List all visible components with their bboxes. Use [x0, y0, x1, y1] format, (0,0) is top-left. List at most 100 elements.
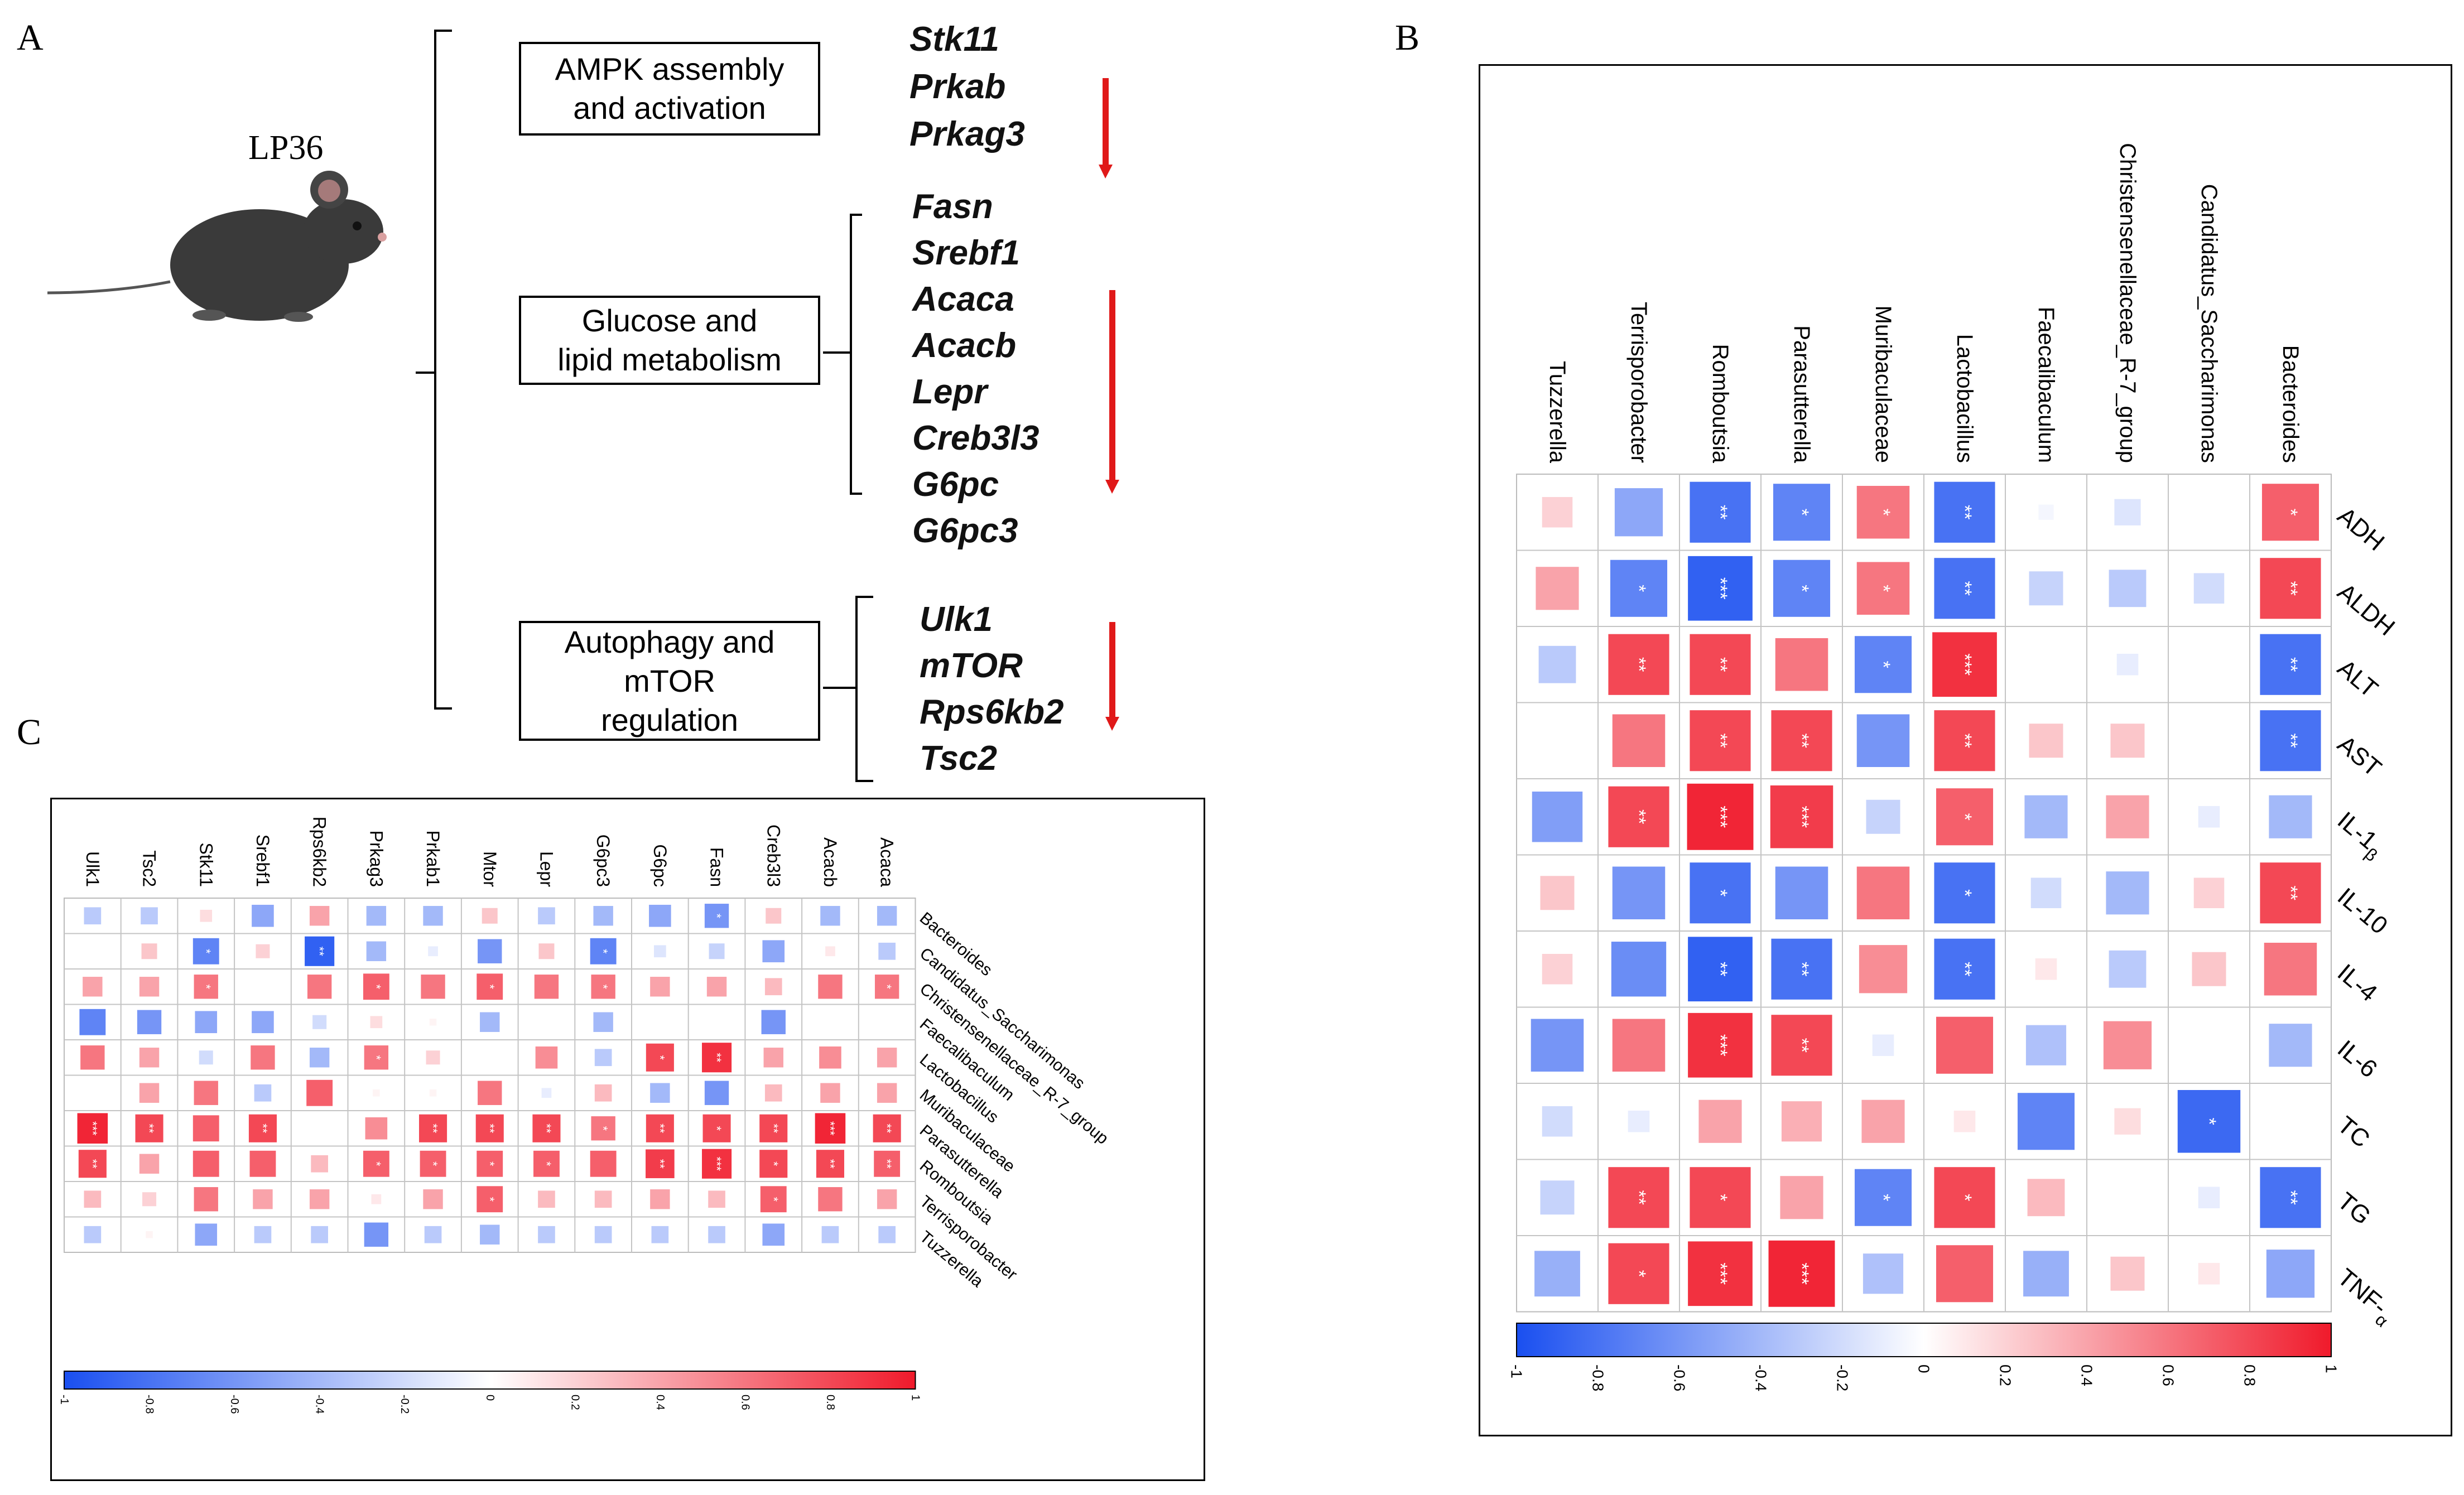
- heatmap-cell: [423, 906, 443, 926]
- heatmap-cell: [764, 1084, 782, 1102]
- column-label: Acacb: [820, 837, 840, 887]
- heatmap-cell: [2106, 795, 2149, 838]
- gene-label: Stk11: [909, 20, 999, 59]
- heatmap-cell: [366, 941, 387, 961]
- heatmap-cell: [593, 1012, 613, 1032]
- heatmap-cell: [2106, 871, 2149, 915]
- heatmap-cell: [80, 1045, 105, 1070]
- significance-mark: **: [1954, 505, 1975, 519]
- heatmap-cell: [759, 1150, 788, 1178]
- heatmap-cell: [249, 1150, 276, 1177]
- heatmap-cell: [708, 1226, 725, 1243]
- heatmap-cell: [1687, 783, 1754, 850]
- significance-mark: *: [1791, 509, 1812, 516]
- significance-mark: *: [1873, 585, 1894, 592]
- heatmap-cell: [702, 1114, 731, 1142]
- heatmap-cell: [1775, 638, 1828, 691]
- heatmap-cell: [423, 1189, 443, 1209]
- heatmap-cell: [1771, 710, 1832, 771]
- heatmap-cell: [1608, 1167, 1669, 1228]
- heatmap-cell: [2035, 958, 2057, 980]
- heatmap-cell: [2024, 795, 2068, 838]
- gene-label: Creb3l3: [912, 419, 1040, 457]
- heatmap-cell: [370, 1016, 383, 1029]
- heatmap-cell: [139, 977, 160, 997]
- colorbar-tick-label: 0.6: [2160, 1364, 2177, 1386]
- heatmap-cell: [594, 1049, 612, 1067]
- heatmap-cell: [141, 907, 158, 925]
- heatmap-cell: [650, 1083, 670, 1103]
- heatmap-cell: [1771, 1015, 1832, 1076]
- gene-label: Rps6kb2: [920, 693, 1064, 731]
- heatmap-cell: [1934, 1167, 1995, 1228]
- heatmap-cell: [594, 1190, 612, 1208]
- heatmap-cell: [538, 943, 555, 959]
- colorbar-tick-label: -0.2: [1834, 1364, 1851, 1391]
- significance-mark: **: [880, 1123, 894, 1134]
- group-label-line: lipid metabolism: [557, 342, 782, 377]
- group-label-line: Glucose and: [581, 303, 758, 338]
- heatmap-cell: [1859, 945, 1908, 994]
- heatmap-cell: [1932, 632, 1997, 697]
- heatmap-cell: [874, 975, 899, 999]
- heatmap-cell: [1532, 792, 1583, 842]
- heatmap-cell: [248, 1114, 277, 1142]
- heatmap-cell: [2198, 806, 2220, 828]
- heatmap-cell: [1690, 710, 1751, 771]
- heatmap-cell: [1690, 862, 1751, 924]
- heatmap-cell: [426, 1050, 440, 1065]
- heatmap-cell: [77, 1113, 108, 1144]
- heatmap-cell: [1866, 799, 1900, 834]
- significance-mark: *: [710, 1126, 724, 1131]
- column-label: Terrisporobacter: [1626, 302, 1651, 463]
- heatmap-cell: [590, 1150, 617, 1177]
- heatmap-cell: [1854, 636, 1912, 693]
- heatmap-cell: [475, 1114, 504, 1142]
- heatmap-cell: [1856, 562, 1910, 615]
- heatmap-cell: [366, 906, 387, 926]
- significance-mark: ***: [85, 1121, 99, 1136]
- colorbar-tick-label: -0.2: [398, 1395, 411, 1414]
- significance-mark: *: [1791, 585, 1812, 592]
- heatmap-cell: [1688, 1241, 1753, 1306]
- organism-label: LP36: [248, 129, 324, 167]
- column-label: Candidatus_Saccharimonas: [2197, 184, 2221, 463]
- significance-mark: **: [823, 1159, 837, 1169]
- significance-mark: **: [540, 1123, 554, 1134]
- significance-mark: *: [2280, 509, 2301, 516]
- column-label: G6pc3: [593, 835, 613, 887]
- mouse-icon: [47, 171, 387, 322]
- heatmap-cell: [1934, 862, 1995, 924]
- group-label-line: Autophagy and: [564, 624, 775, 659]
- significance-mark: ***: [1710, 577, 1731, 600]
- significance-mark: **: [312, 947, 326, 957]
- heatmap-cell: [78, 1150, 107, 1178]
- heatmap-cell: [429, 1089, 437, 1097]
- significance-mark: *: [199, 984, 213, 989]
- colorbar-tick-label: 0.2: [1997, 1364, 2014, 1386]
- heatmap-cell: [477, 1186, 503, 1213]
- gene-label: G6pc3: [912, 512, 1018, 550]
- significance-mark: **: [710, 1053, 724, 1063]
- significance-mark: **: [256, 1123, 270, 1134]
- heatmap-cell: [1688, 556, 1753, 621]
- significance-mark: ***: [710, 1156, 724, 1171]
- heatmap-cell: [364, 1222, 389, 1247]
- significance-mark: *: [1954, 1194, 1975, 1201]
- heatmap-cell: [478, 1081, 502, 1105]
- significance-mark: *: [483, 1197, 497, 1202]
- heatmap-cell: [83, 977, 103, 997]
- heatmap-cell: [146, 1231, 153, 1238]
- heatmap-cell: [1608, 634, 1669, 695]
- colorbar-tick-label: -0.6: [1671, 1364, 1688, 1391]
- significance-mark: *: [369, 984, 383, 989]
- down-arrow-group: [1099, 78, 1119, 731]
- column-label: G6pc: [650, 845, 670, 887]
- heatmap-cell: [480, 1012, 500, 1032]
- significance-mark: **: [880, 1159, 894, 1169]
- colorbar-tick-label: 0.4: [2078, 1364, 2096, 1386]
- column-label: Muribaculaceae: [1871, 306, 1895, 463]
- heatmap-cell: [704, 904, 729, 928]
- significance-mark: *: [767, 1197, 781, 1202]
